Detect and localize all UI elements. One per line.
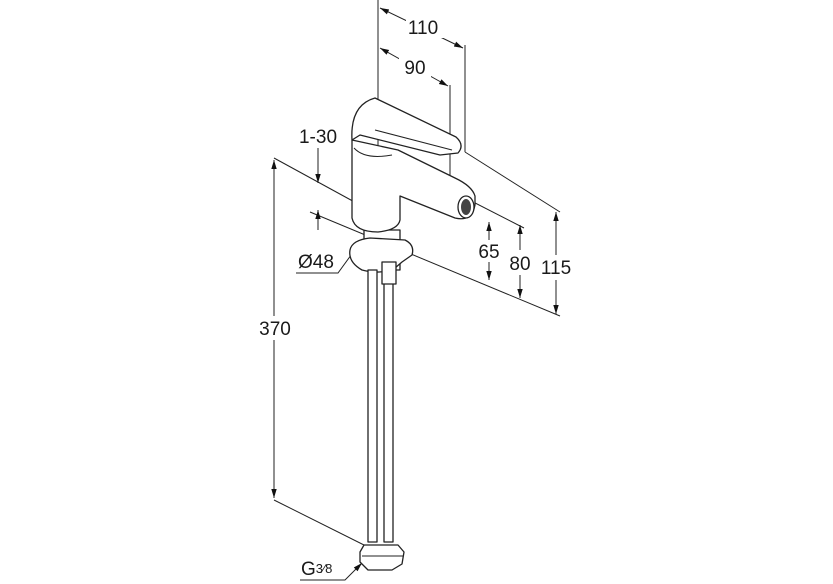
faucet-body <box>349 97 476 273</box>
dimension-80: 80 <box>509 254 530 275</box>
connection-thread-label: G <box>301 559 316 580</box>
dimension-1-30: 1-30 <box>299 127 337 148</box>
dimension-65: 65 <box>478 242 499 263</box>
dimension-connection: G3⁄8 <box>301 559 332 580</box>
dimension-110: 110 <box>408 18 438 39</box>
dimension-diameter-48: Ø48 <box>298 252 334 273</box>
dimension-90: 90 <box>404 58 425 79</box>
connection-size-label: 3⁄8 <box>316 561 333 576</box>
supply-hoses <box>359 261 405 571</box>
dimension-lines <box>271 7 559 581</box>
dimension-370: 370 <box>259 319 291 340</box>
dimension-115: 115 <box>541 258 571 279</box>
